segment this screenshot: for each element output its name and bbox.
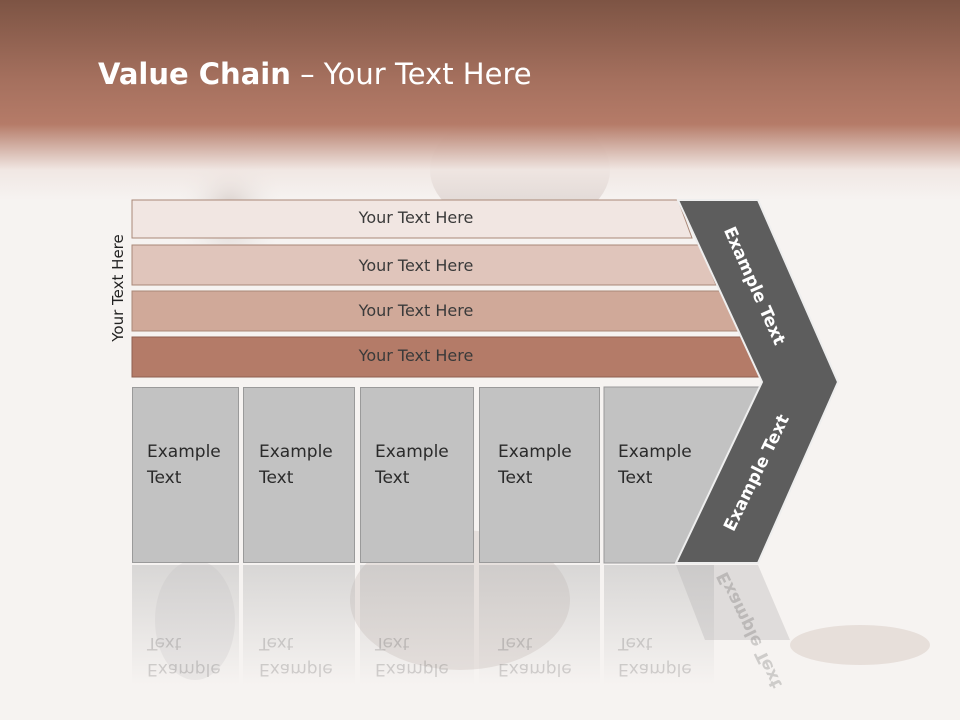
box-3[interactable] [360,387,474,563]
box-1-reflection [132,565,239,685]
bar-1-label: Your Text Here [358,208,474,227]
chevron-reflection [676,565,790,640]
bar-2-label: Your Text Here [358,256,474,275]
bar-2[interactable] [131,244,717,286]
bar-3-label: Your Text Here [358,301,474,320]
chevron-shape[interactable] [674,199,840,564]
box-2[interactable] [243,387,355,563]
box-4[interactable] [479,387,600,563]
box-4-reflection [479,565,600,685]
bar-1[interactable] [131,199,693,239]
box-3-reflection [360,565,474,685]
box-2-reflection [243,565,355,685]
title-rest: – Your Text Here [290,57,532,91]
page-title: Value Chain – Your Text Here [98,54,532,94]
bar-4-label: Your Text Here [358,346,474,365]
box-1[interactable] [132,387,239,563]
header-band [0,0,960,200]
title-bold: Value Chain [98,57,291,91]
box-5-reflection [604,565,714,685]
